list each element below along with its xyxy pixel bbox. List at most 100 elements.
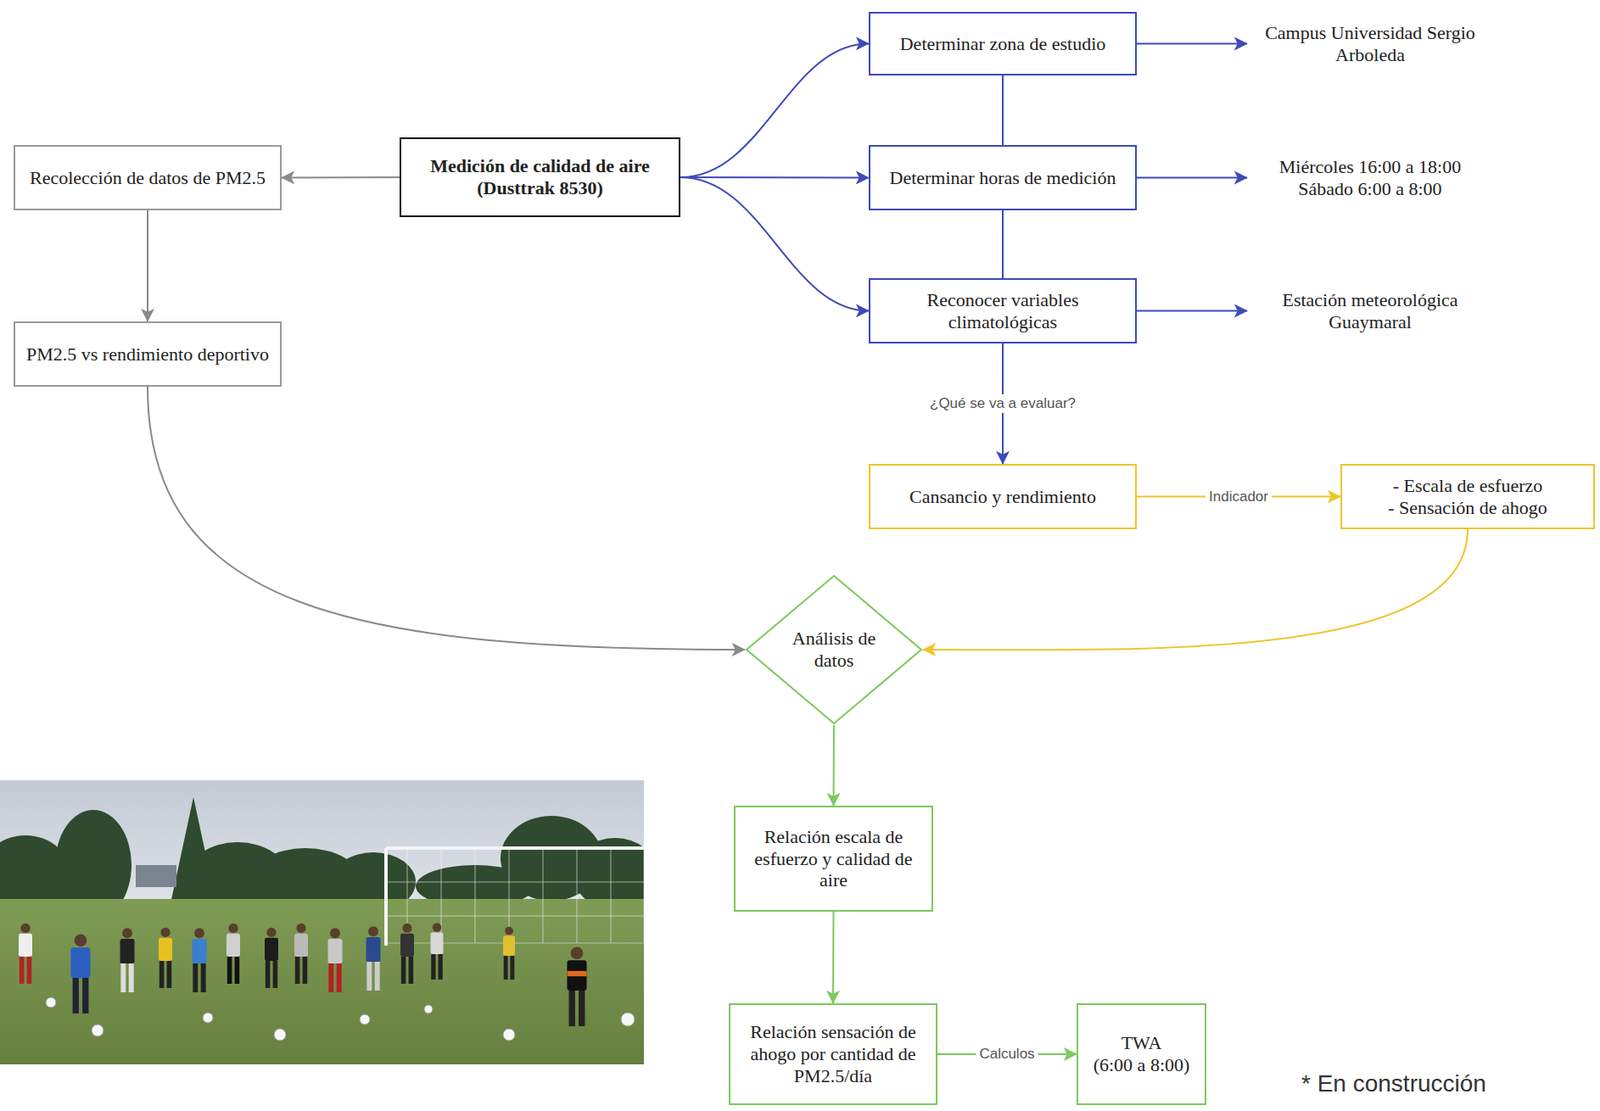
- photo-detail: [226, 923, 241, 985]
- photo-detail: [274, 1029, 286, 1041]
- node-text: Determinar horas de medición: [889, 167, 1117, 190]
- photo-detail: [18, 923, 33, 985]
- photo-detail: [294, 934, 308, 957]
- photo-detail: [576, 848, 578, 944]
- photo-detail: [384, 848, 388, 946]
- connector: [923, 529, 1468, 650]
- status-note: * En construcción: [1301, 1070, 1487, 1098]
- goal-frame: [386, 848, 644, 946]
- photo-detail: [227, 956, 233, 985]
- photo-detail: [401, 956, 407, 985]
- photo-detail: [504, 927, 514, 936]
- connector: [832, 911, 835, 1004]
- connector: [1136, 177, 1248, 180]
- photo-detail: [294, 923, 308, 985]
- photo-detail: [430, 923, 444, 980]
- photo-detail: [336, 963, 342, 993]
- photo-detail: [158, 928, 173, 989]
- balls: [45, 997, 635, 1041]
- photo-detail: [374, 962, 381, 991]
- process-box: Cansancio y rendimiento: [868, 464, 1137, 530]
- process-box: PM2.5 vs rendimiento deportivo: [13, 321, 282, 387]
- photo-detail: [82, 978, 89, 1014]
- photo-detail: [128, 963, 135, 993]
- photo-detail: [424, 1005, 433, 1014]
- connector: [1136, 43, 1248, 45]
- node-text: - Sensación de ahogo: [1387, 497, 1548, 520]
- connector: [1136, 310, 1248, 313]
- photo-detail: [475, 848, 476, 944]
- process-box: Relación sensación de ahogo por cantidad…: [728, 1003, 938, 1106]
- main-box: Medición de calidad de aire (Dusttrak 85…: [399, 137, 681, 218]
- photo-detail: [167, 961, 173, 989]
- process-box: Reconocer variables climatológicas: [868, 278, 1137, 344]
- photo-detail: [20, 923, 30, 934]
- result-text: Campus Universidad Sergio Arboleda: [1247, 20, 1494, 68]
- photo-detail: [438, 954, 443, 980]
- photo-detail: [74, 934, 88, 948]
- photo-detail: [570, 947, 584, 961]
- photo-detail: [295, 956, 301, 985]
- process-box: Relación escala de esfuerzo y calidad de…: [733, 805, 934, 912]
- photo-detail: [566, 947, 587, 1027]
- node-text: - Escala de esfuerzo: [1393, 475, 1544, 498]
- photo-detail: [160, 928, 170, 938]
- photo-detail: [70, 934, 90, 1014]
- photo-detail: [366, 926, 381, 991]
- photo-detail: [135, 865, 177, 888]
- photo-detail: [430, 933, 444, 956]
- photo-detail: [234, 956, 241, 985]
- photo-detail: [566, 971, 587, 977]
- photo-detail: [91, 1024, 104, 1037]
- process-box: Determinar horas de medición: [868, 145, 1137, 211]
- node-text: PM2.5 vs rendimiento deportivo: [26, 343, 269, 366]
- photo-detail: [70, 947, 90, 979]
- photo-detail: [503, 956, 509, 980]
- photo-detail: [569, 990, 576, 1027]
- edge-label: Calculos: [975, 1045, 1038, 1064]
- photo-detail: [266, 928, 276, 938]
- photo-detail: [273, 961, 279, 989]
- photo-detail: [202, 1012, 213, 1024]
- photo-detail: [566, 960, 587, 991]
- photo-detail: [366, 937, 381, 963]
- connector: [281, 176, 400, 180]
- node-text: Determinar zona de estudio: [900, 33, 1107, 56]
- photo-detail: [27, 956, 33, 985]
- node-text: Recolección de datos de PM2.5: [29, 167, 266, 190]
- photo-detail: [194, 928, 205, 939]
- connector: [680, 177, 869, 312]
- photo-detail: [158, 938, 173, 962]
- photo-detail: [265, 961, 271, 989]
- node-text: Estación meteorológica Guaymaral: [1252, 289, 1489, 334]
- edge-label: Indicador: [1205, 487, 1272, 507]
- photo-detail: [359, 1014, 370, 1025]
- photo-detail: [503, 927, 515, 980]
- connector: [833, 725, 836, 806]
- node-text: Cansancio y rendimiento: [909, 486, 1097, 509]
- photo-detail: [542, 848, 544, 944]
- process-box: TWA(6:00 a 8:00): [1076, 1003, 1207, 1106]
- photo-detail: [192, 928, 207, 993]
- edge-label: ¿Qué se va a evaluar?: [926, 394, 1080, 414]
- process-box: Recolección de datos de PM2.5: [13, 145, 282, 211]
- indicator-box: - Escala de esfuerzo- Sensación de ahogo: [1340, 464, 1595, 530]
- photo-detail: [509, 956, 515, 980]
- photo-detail: [122, 928, 133, 939]
- photo-detail: [330, 928, 341, 939]
- node-text: Análisis de datos: [791, 627, 877, 672]
- photo-detail: [72, 978, 79, 1014]
- node-text: Reconocer variables climatológicas: [880, 289, 1125, 334]
- photo-detail: [408, 956, 414, 985]
- process-box: Determinar zona de estudio: [868, 11, 1137, 76]
- connector: [680, 43, 869, 178]
- connector: [1001, 210, 1004, 279]
- photo-detail: [296, 923, 306, 934]
- node-text: Sábado 6:00 a 8:00: [1297, 178, 1442, 201]
- photo-detail: [159, 961, 165, 989]
- connector: [146, 210, 149, 322]
- photo-detail: [430, 954, 436, 980]
- node-text: TWA: [1121, 1032, 1163, 1055]
- photo-detail: [432, 923, 442, 933]
- result-text: Estación meteorológica Guaymaral: [1247, 287, 1494, 335]
